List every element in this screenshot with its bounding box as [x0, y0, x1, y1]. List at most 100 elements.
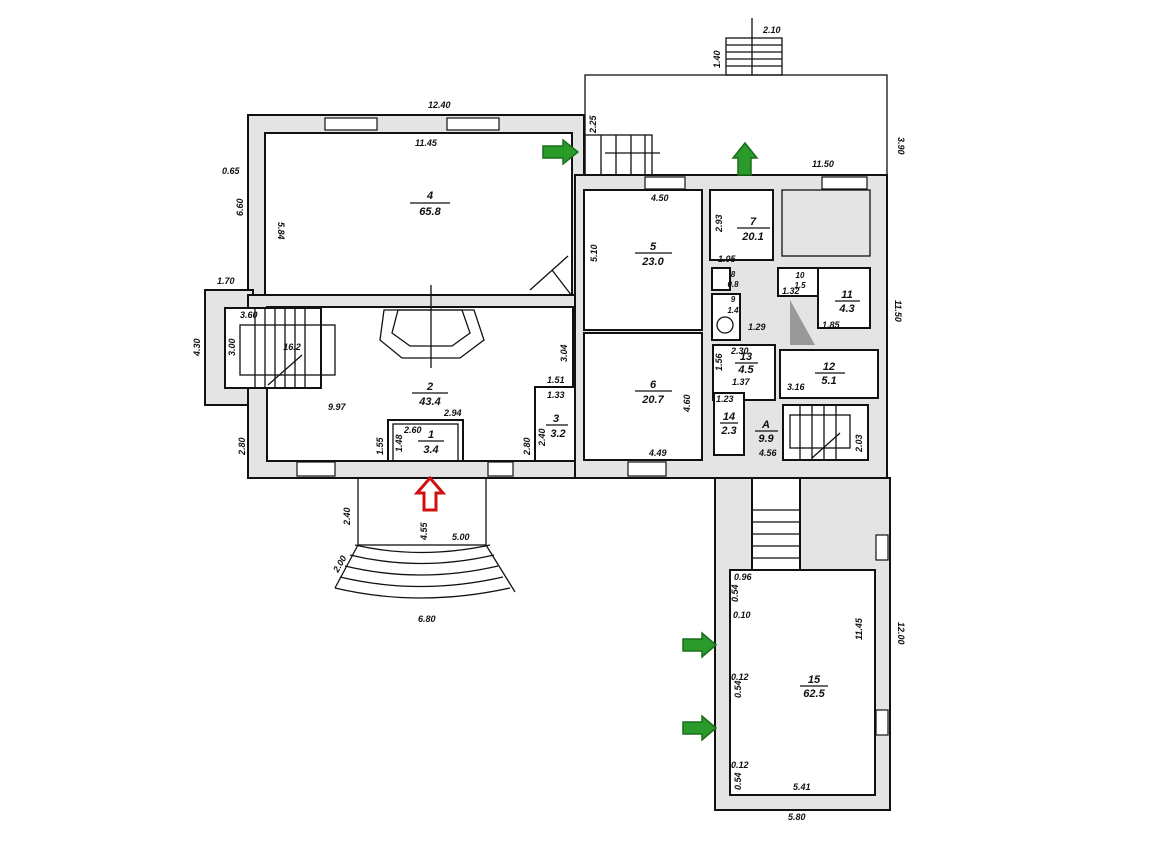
room-15 — [729, 569, 876, 796]
dimension: 3.16 — [787, 382, 806, 392]
room-number: 3 — [553, 413, 559, 425]
dimension: 11.50 — [893, 300, 903, 322]
fireplace-niche — [379, 309, 485, 359]
room-7 — [709, 189, 774, 261]
dimension: 3.60 — [240, 310, 258, 320]
room-area: 2.3 — [720, 425, 736, 437]
dimension: 2.93 — [714, 214, 724, 233]
lower-stairs — [751, 477, 801, 571]
dimension: 0.12 — [731, 672, 749, 682]
dimension: 5.10 — [589, 244, 599, 262]
dimension: 5.84 — [276, 222, 286, 240]
exit-arrow-icon — [542, 138, 580, 166]
room-area: 1.4 — [727, 306, 739, 315]
dimension: 2.25 — [588, 114, 598, 134]
room-labels: 243.4 13.4 33.2 465.8 523.0 620.7 720.1 … — [283, 190, 860, 700]
dimension: 1.55 — [375, 436, 385, 455]
room-number: 4 — [426, 190, 433, 202]
dimension: 2.00 — [331, 554, 349, 575]
annex-stairs — [584, 134, 660, 176]
room-10 — [777, 267, 824, 297]
dimension: 2.10 — [762, 25, 781, 35]
dimension: 2.80 — [522, 437, 532, 456]
dimension: 6.80 — [418, 614, 436, 624]
dimension: 1.40 — [712, 50, 722, 68]
dimension: 0.54 — [730, 584, 740, 602]
room-number: 15 — [808, 674, 821, 686]
room-area: 4.3 — [838, 303, 854, 315]
room-5 — [583, 189, 703, 331]
dimension: 5.80 — [788, 812, 806, 822]
room-area: 62.5 — [803, 688, 825, 700]
room-number: 11 — [841, 289, 852, 301]
dimension: 1.29 — [748, 322, 766, 332]
room-area: 65.8 — [419, 206, 441, 218]
room-8 — [711, 267, 731, 291]
dimension: 4.50 — [650, 193, 669, 203]
room-number: 7 — [750, 216, 757, 228]
exit-arrow-icon — [731, 141, 759, 176]
dimension: 1.85 — [822, 320, 841, 330]
dimension: 2.80 — [237, 437, 247, 456]
dimension: 2.40 — [342, 507, 352, 526]
room-area: 4.5 — [737, 364, 754, 376]
dimension: 0.54 — [733, 680, 743, 698]
room-6 — [583, 332, 703, 461]
dimension: 3.90 — [896, 137, 906, 155]
exit-arrow-icon — [682, 714, 718, 742]
dimension: 2.60 — [403, 425, 422, 435]
right-staircase — [782, 404, 869, 461]
dimension: 1.05 — [718, 254, 737, 264]
dimension: 6.60 — [235, 198, 245, 216]
dimension: 11.50 — [812, 159, 834, 169]
room-number: 8 — [731, 270, 736, 279]
dimension: 0.10 — [733, 610, 751, 620]
room-area: 3.2 — [550, 428, 565, 440]
dimension: 0.96 — [734, 572, 753, 582]
dimension: 1.48 — [394, 434, 404, 452]
dimension: 2.94 — [443, 408, 462, 418]
dimension: 1.33 — [547, 390, 565, 400]
dimension: 2.03 — [854, 434, 864, 453]
dimension: 1.56 — [714, 352, 724, 371]
room-number: 1 — [428, 429, 434, 441]
dimension-labels: 2.10 1.40 1 2.40 11.45 2.25 3.90 11.50 0.… — [192, 25, 906, 822]
room-number: 13 — [740, 351, 752, 363]
dimension: 4.49 — [648, 448, 667, 458]
dimension: 3.04 — [559, 344, 569, 362]
room-number: 6 — [650, 379, 657, 391]
dimension: 11.45 — [854, 617, 864, 640]
dimension: 3.00 — [227, 338, 237, 356]
room-number: 12 — [823, 361, 835, 373]
dimension: 9.97 — [328, 402, 347, 412]
dimension: 12.00 — [896, 622, 906, 645]
room-area: 16.2 — [283, 342, 301, 352]
room-area: 3.4 — [423, 444, 438, 456]
room-4 — [264, 132, 573, 298]
dimension: 4.30 — [192, 338, 202, 357]
room-area: 0.8 — [727, 280, 739, 289]
main-entrance-arrow-icon — [413, 475, 447, 512]
dimension: 1.70 — [217, 276, 235, 286]
dimension: 1.37 — [732, 377, 751, 387]
room-area: 9.9 — [758, 433, 774, 445]
room-number: 14 — [723, 411, 735, 423]
room-11 — [817, 267, 871, 329]
room-number: 5 — [650, 241, 657, 253]
room-area: 43.4 — [418, 396, 440, 408]
room-area: 1.5 — [794, 281, 806, 290]
room-area: 23.0 — [641, 256, 664, 268]
dimension: 4.60 — [682, 394, 692, 413]
room-area: 20.1 — [741, 231, 763, 243]
room-number: 2 — [426, 381, 433, 393]
dimension: 0.12 — [731, 760, 749, 770]
dimension: 1.51 — [547, 375, 565, 385]
room-number: 9 — [731, 295, 736, 304]
dimension: 4.56 — [758, 448, 778, 458]
dimension: 1.23 — [716, 394, 734, 404]
dimension: 1.32 — [782, 286, 800, 296]
exit-arrow-icon — [682, 631, 718, 659]
left-staircase — [224, 307, 336, 389]
room-3 — [534, 386, 576, 462]
